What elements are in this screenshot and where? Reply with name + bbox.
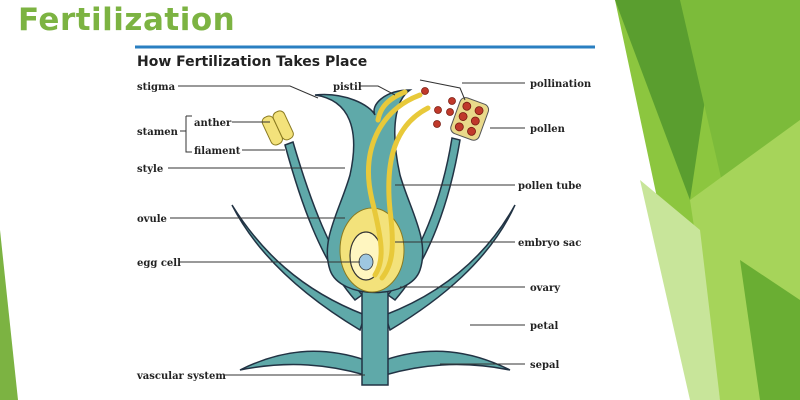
- label-pollen: pollen: [530, 124, 566, 135]
- label-stamen: stamen: [137, 127, 179, 138]
- label-egg-cell: egg cell: [137, 258, 181, 269]
- diagram-title: How Fertilization Takes Place: [137, 54, 367, 70]
- slide-title: Fertilization: [18, 2, 236, 38]
- label-style: style: [137, 164, 163, 175]
- label-anther: anther: [194, 118, 232, 129]
- label-ovule: ovule: [137, 214, 167, 225]
- label-filament: filament: [194, 146, 241, 157]
- label-vascular-system: vascular system: [136, 371, 226, 382]
- flower-illustration: [231, 79, 516, 386]
- label-sepal: sepal: [530, 360, 559, 371]
- label-pollination: pollination: [530, 79, 592, 90]
- label-ovary: ovary: [530, 283, 561, 294]
- leader-lines: [168, 82, 525, 376]
- label-pistil: pistil: [333, 82, 362, 93]
- label-pollen-tube: pollen tube: [518, 181, 582, 192]
- label-embryo-sac: embryo sac: [518, 238, 581, 249]
- label-stigma: stigma: [137, 82, 176, 93]
- label-petal: petal: [530, 321, 558, 332]
